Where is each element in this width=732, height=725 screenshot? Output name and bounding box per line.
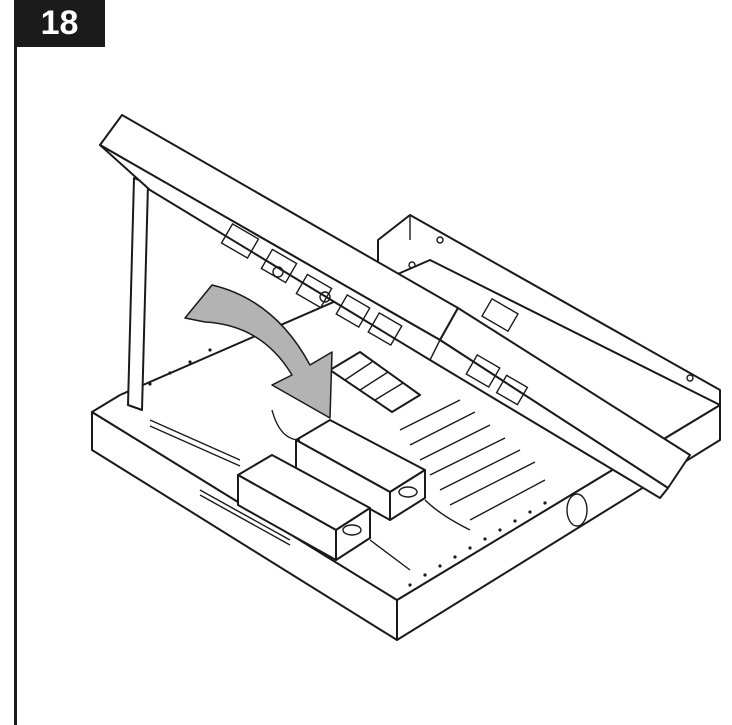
lid-support-strut <box>127 177 149 411</box>
ribbon-connector <box>329 351 421 413</box>
power-supply-lower <box>237 454 371 561</box>
lid-components <box>220 223 529 406</box>
hinged-lid <box>99 114 691 499</box>
cables <box>149 409 471 571</box>
left-border-rule <box>14 0 17 725</box>
power-supply-upper <box>295 419 426 521</box>
step-number-badge: 18 <box>14 0 105 47</box>
close-lid-arrow <box>184 284 333 419</box>
heatsink-fins <box>399 399 546 521</box>
